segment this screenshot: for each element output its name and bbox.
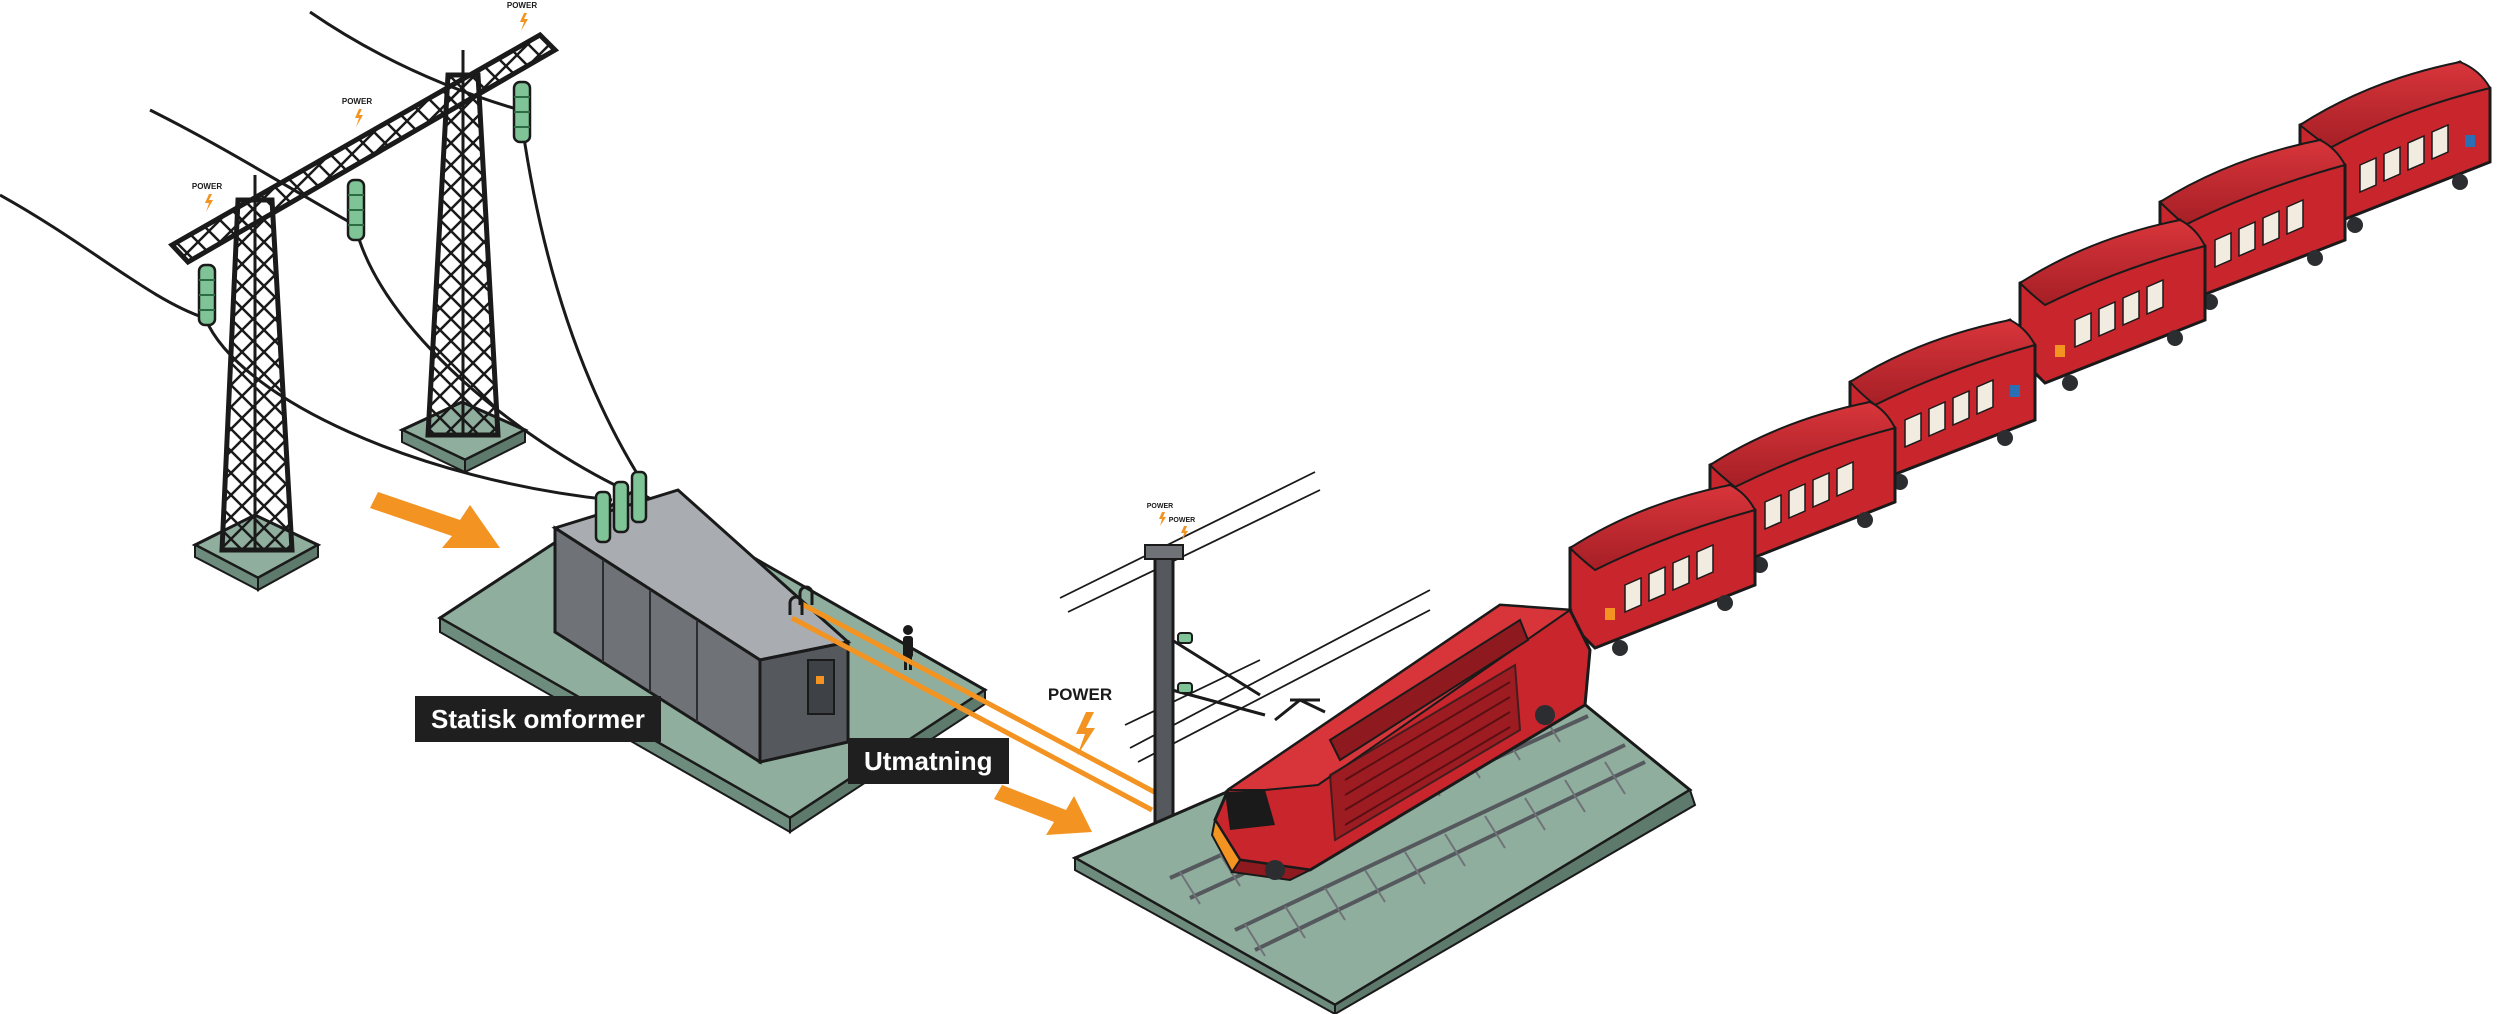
power-label: POWER — [1048, 685, 1112, 704]
wagon — [2018, 218, 2207, 391]
overhead-power-lines — [0, 10, 640, 502]
power-label-small: POWER — [1169, 517, 1195, 524]
freight-wagons — [1568, 60, 2492, 656]
lightning-bolt-icon — [520, 13, 528, 31]
power-markers-mast: POWER POWER — [1147, 503, 1195, 540]
lightning-bolt-icon — [205, 194, 213, 212]
output-feed-lines — [790, 600, 1162, 813]
static-converter-building — [551, 488, 852, 765]
power-markers-small: POWER POWER POWER — [192, 1, 537, 212]
pylon-insulators — [197, 80, 532, 327]
lightning-bolt-icon — [355, 109, 363, 127]
lightning-bolt-icon — [1076, 712, 1095, 756]
lightning-bolt-icon — [1159, 512, 1166, 526]
pantograph — [1274, 698, 1326, 722]
arrow-icon — [994, 785, 1092, 835]
power-label-small: POWER — [342, 97, 372, 106]
track-platform — [1071, 658, 1697, 1014]
power-label-small: POWER — [507, 1, 537, 10]
lightning-bolt-icon — [1181, 526, 1188, 540]
power-label-small: POWER — [192, 182, 222, 191]
output-label: Utmatning — [848, 738, 1009, 784]
pylon-left — [191, 175, 322, 592]
wagon — [1568, 483, 1757, 656]
arrow-icon — [370, 492, 500, 548]
output-connectors — [788, 585, 814, 615]
catenary-wires — [1059, 471, 1431, 763]
locomotive — [1210, 603, 1592, 882]
converter-insulators — [594, 470, 648, 544]
static-converter-label: Statisk omformer — [415, 696, 661, 742]
pylon-crossbeam — [168, 31, 560, 266]
power-label-small: POWER — [1147, 503, 1173, 510]
